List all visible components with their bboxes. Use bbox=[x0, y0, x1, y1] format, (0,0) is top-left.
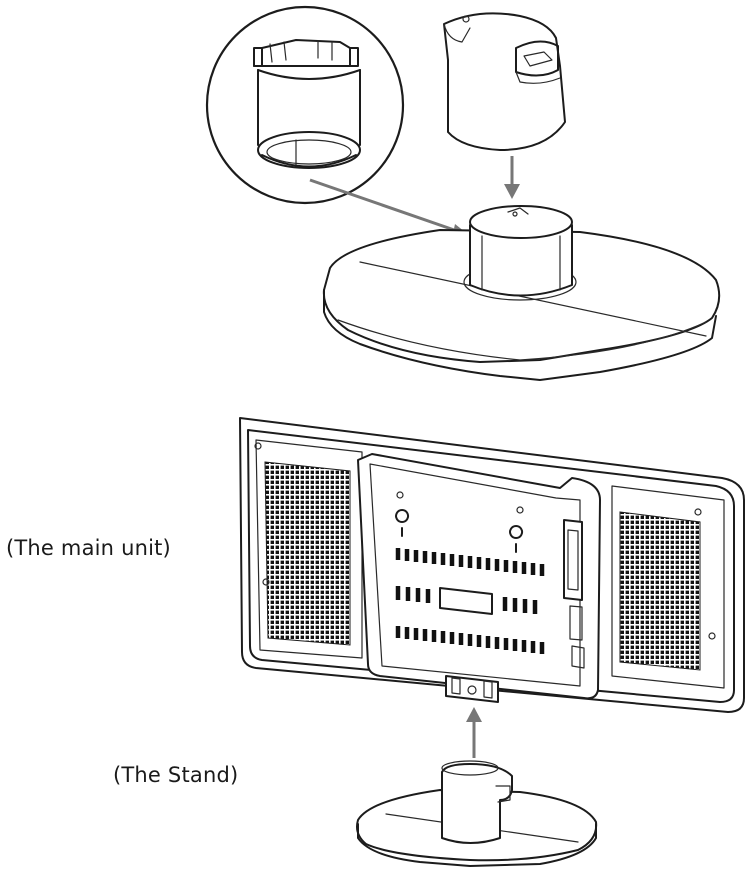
main-unit-rear bbox=[239, 417, 745, 713]
stand-complete bbox=[356, 760, 598, 867]
stand-base-assembled bbox=[322, 205, 721, 381]
detail-magnifier bbox=[205, 5, 405, 205]
main-unit-label: (The main unit) bbox=[6, 536, 171, 560]
stand-neck-part bbox=[443, 12, 566, 151]
stand-label: (The Stand) bbox=[113, 763, 239, 787]
arrow-neck-to-base bbox=[504, 156, 520, 199]
arrow-stand-to-unit bbox=[466, 707, 482, 758]
vent-slots bbox=[395, 548, 545, 654]
